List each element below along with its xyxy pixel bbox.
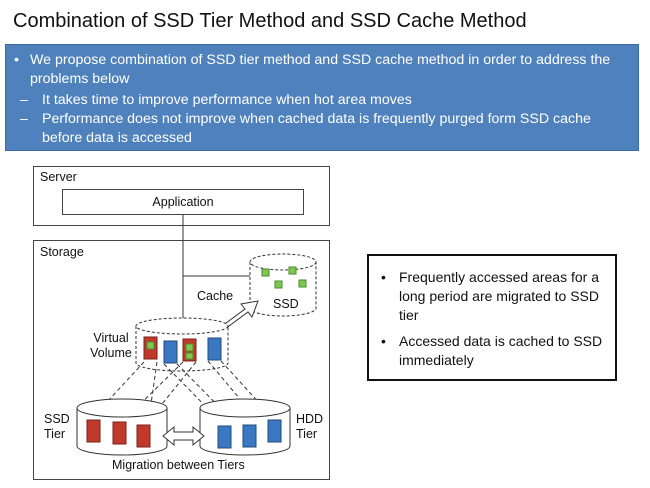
- cached-block: [261, 268, 270, 277]
- ssd-tier-label: SSD Tier: [44, 412, 70, 441]
- banner-sub-text: It takes time to improve performance whe…: [42, 92, 412, 108]
- bullet-glyph: •: [381, 333, 386, 349]
- cached-block: [185, 343, 194, 352]
- tier-block: [242, 424, 257, 448]
- bullet-glyph: •: [14, 52, 19, 68]
- dash-glyph: –: [20, 111, 28, 127]
- ssd-tier-cylinder: [76, 398, 168, 456]
- ssd-label: SSD: [273, 297, 299, 311]
- cached-block: [288, 266, 297, 275]
- cached-block: [298, 279, 307, 288]
- ssd-cache-cylinder: [249, 253, 317, 317]
- volume-block: [163, 340, 178, 364]
- note-text: Frequently accessed areas for a long per…: [399, 269, 599, 323]
- cache-label: Cache: [197, 289, 234, 303]
- dash-glyph: –: [20, 92, 28, 108]
- migration-label: Migration between Tiers: [112, 458, 245, 472]
- volume-block: [207, 337, 222, 361]
- hdd-tier-label: HDD Tier: [296, 412, 324, 441]
- hdd-tier-cylinder: [199, 398, 291, 456]
- cache-arrow: [221, 300, 259, 330]
- virtual-volume-cylinder: [135, 317, 229, 372]
- banner-main-text: We propose combination of SSD tier metho…: [30, 52, 611, 87]
- migration-arrow: [162, 425, 205, 447]
- tier-block: [136, 424, 151, 448]
- virtual-volume-label: Virtual Volume: [90, 331, 132, 360]
- banner-sub-text: Performance does not improve when cached…: [42, 111, 591, 146]
- note-text: Accessed data is cached to SSD immediate…: [399, 333, 603, 368]
- tier-block: [217, 425, 232, 449]
- tier-block: [267, 419, 282, 443]
- server-label: Server: [40, 170, 77, 184]
- notes-box: • Frequently accessed areas for a long p…: [367, 254, 617, 381]
- cached-block: [146, 341, 155, 350]
- cached-block: [274, 280, 283, 289]
- tier-block: [86, 419, 101, 443]
- proposal-banner: • We propose combination of SSD tier met…: [5, 44, 639, 151]
- page-title: Combination of SSD Tier Method and SSD C…: [13, 10, 527, 32]
- cached-block: [185, 352, 194, 360]
- application-box: Application: [62, 189, 304, 215]
- bullet-glyph: •: [381, 269, 386, 285]
- storage-label: Storage: [40, 245, 84, 259]
- tier-block: [112, 421, 127, 445]
